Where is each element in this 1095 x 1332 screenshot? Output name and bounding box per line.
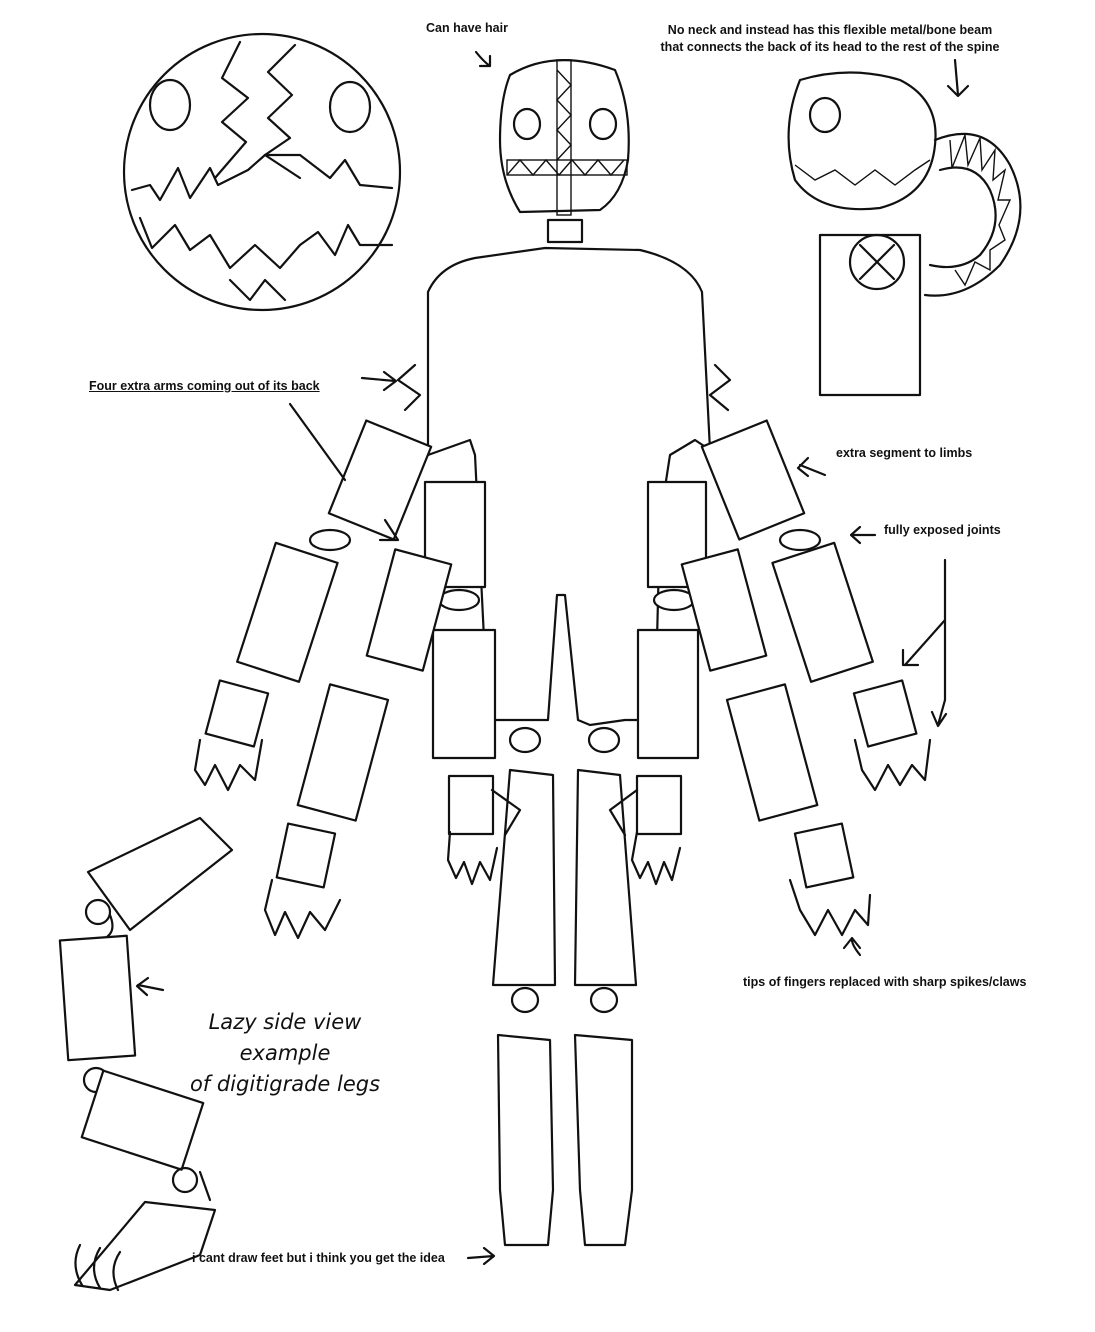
side-view-note-line-2: of digitigrade legs [189,1072,381,1096]
extra-arms-note: Four extra arms coming out of its back [89,379,320,393]
neck-note-line-2: that connects the back of its head to th… [660,40,1000,54]
feet-note: i cant draw feet but i think you get the… [192,1251,445,1265]
side-view-note-line-1: Lazy side view example [208,1010,362,1065]
neck-note-line-1: No neck and instead has this flexible me… [667,23,993,37]
side-view-note: Lazy side view example of digitigrade le… [160,1007,410,1100]
open-mouth-head-drawing [122,32,402,312]
claws-note: tips of fingers replaced with sharp spik… [743,975,1027,989]
digitigrade-leg-drawing [58,816,234,1292]
hair-note: Can have hair [426,21,508,35]
extra-segment-note: extra segment to limbs [836,446,973,460]
annotation-arrows [135,50,970,1266]
joints-note: fully exposed joints [884,523,1001,537]
front-body-drawing [396,59,732,1247]
extra-arms-drawing [193,419,932,940]
side-head-spine-drawing [787,71,1022,397]
neck-note: No neck and instead has this flexible me… [640,22,1020,56]
